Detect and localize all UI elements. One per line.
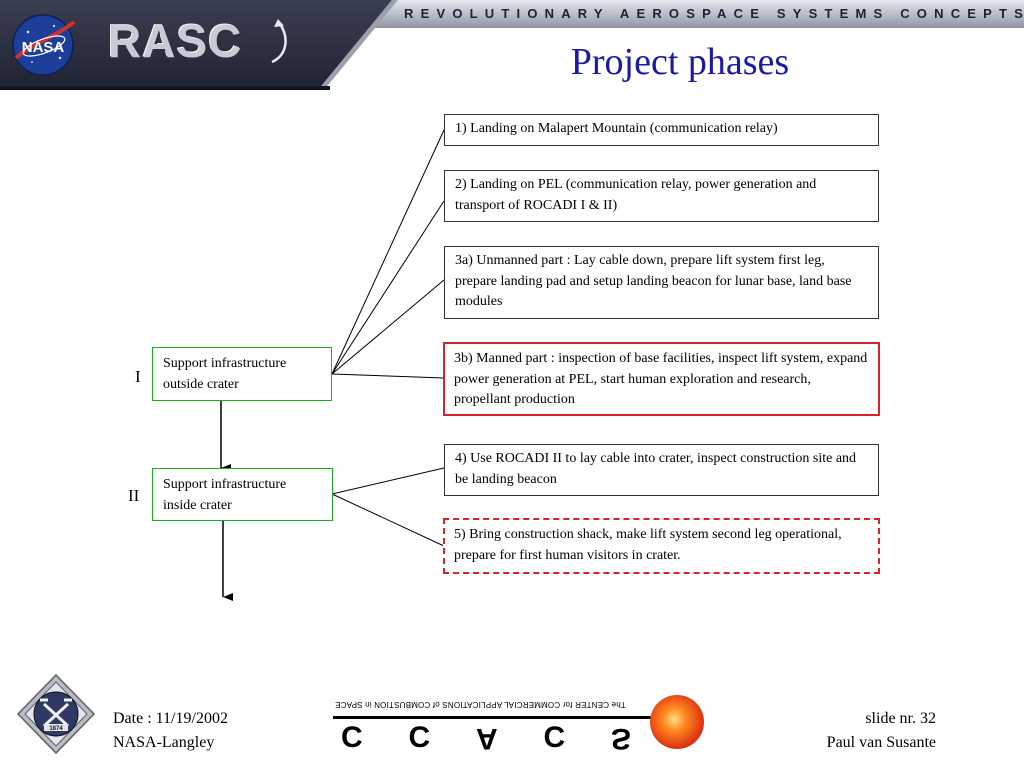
ccacs-letter: A bbox=[475, 722, 498, 755]
phase-text: 5) Bring construction shack, make lift s… bbox=[454, 527, 842, 563]
connector-stage1-phase3a bbox=[331, 279, 445, 375]
phase-box-3b: 3b) Manned part : inspection of base fac… bbox=[443, 342, 880, 416]
svg-text:1874: 1874 bbox=[49, 726, 63, 732]
connector-stage2-phase5 bbox=[331, 493, 445, 547]
ccacs-letter: S bbox=[610, 722, 631, 755]
rasc-logo: RASC bbox=[108, 15, 243, 67]
header-banner bbox=[0, 0, 1024, 90]
phase-box-1: 1) Landing on Malapert Mountain (communi… bbox=[444, 114, 879, 146]
phase-box-2: 2) Landing on PEL (communication relay, … bbox=[444, 170, 879, 222]
ccacs-letter: C bbox=[543, 721, 566, 754]
phase-box-5: 5) Bring construction shack, make lift s… bbox=[443, 518, 880, 574]
footer-slide-number: slide nr. 32 bbox=[865, 710, 936, 727]
stage-box-outside-crater: Support infrastructure outside crater bbox=[152, 347, 332, 401]
footer-left: Date : 11/19/2002 NASA-Langley bbox=[113, 707, 228, 755]
footer-date: Date : 11/19/2002 bbox=[113, 710, 228, 727]
phase-text: 4) Use ROCADI II to lay cable into crate… bbox=[455, 451, 857, 487]
svg-text:NASA: NASA bbox=[22, 39, 65, 56]
phase-text: 3a) Unmanned part : Lay cable down, prep… bbox=[455, 253, 852, 309]
school-of-mines-seal-icon: 1874 bbox=[16, 673, 96, 755]
footer-right: slide nr. 32 Paul van Susante bbox=[827, 707, 936, 755]
stage-numeral-2: II bbox=[128, 486, 140, 505]
connector-stage1-phase1 bbox=[331, 129, 445, 375]
ccacs-letter: C bbox=[408, 721, 431, 754]
rasc-swoosh-icon bbox=[271, 19, 287, 64]
orange-sun-icon bbox=[650, 695, 704, 749]
footer-location: NASA-Langley bbox=[113, 734, 215, 751]
connector-stage2-phase4 bbox=[331, 467, 445, 495]
phase-text: 3b) Manned part : inspection of base fac… bbox=[454, 351, 868, 407]
phase-text: 2) Landing on PEL (communication relay, … bbox=[455, 177, 817, 213]
ccacs-letter: C bbox=[341, 721, 363, 754]
nasa-meatball-icon: NASA bbox=[12, 14, 76, 76]
phase-box-3a: 3a) Unmanned part : Lay cable down, prep… bbox=[444, 246, 879, 319]
connector-stage1-phase2 bbox=[331, 200, 445, 375]
stage-label: Support infrastructure outside crater bbox=[163, 356, 287, 392]
phase-box-4: 4) Use ROCADI II to lay cable into crate… bbox=[444, 444, 879, 496]
connector-stage1-phase3b bbox=[331, 373, 445, 379]
tagline: REVOLUTIONARY AEROSPACE SYSTEMS CONCEPTS bbox=[404, 6, 1024, 21]
phase-text: 1) Landing on Malapert Mountain (communi… bbox=[455, 121, 778, 136]
page-title: Project phases bbox=[570, 41, 790, 83]
stage-numeral-1: I bbox=[135, 367, 141, 386]
ccacs-logo: The CENTER for COMMERCIAL APPLICATIONS o… bbox=[333, 692, 708, 756]
ccacs-caption: The CENTER for COMMERCIAL APPLICATIONS o… bbox=[335, 700, 626, 709]
footer-author: Paul van Susante bbox=[826, 734, 936, 751]
stage-box-inside-crater: Support infrastructure inside crater bbox=[152, 468, 333, 521]
ccacs-letters: C C A C S bbox=[341, 721, 631, 756]
stage-label: Support infrastructure inside crater bbox=[163, 477, 287, 513]
